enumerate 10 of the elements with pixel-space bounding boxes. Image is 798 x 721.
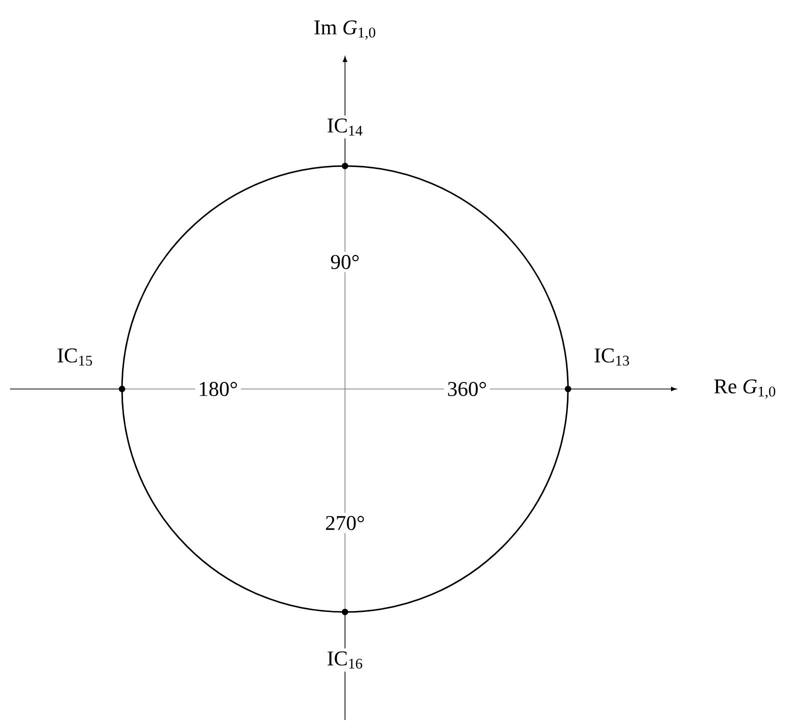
point-label: IC$_{15}$ [58,348,92,366]
axis-label: Re G$_{1,0}$ [714,379,776,399]
angle-label: 270° [322,512,368,534]
point-label: IC$_{14}$ [324,116,366,139]
point-label: IC$_{16}$ [324,648,366,672]
angle-label: 360° [444,378,490,400]
angle-label: 180° [195,378,241,400]
angle-label: 90° [327,252,363,272]
point-label: IC$_{13}$ [594,348,630,366]
axis-label: Im G$_{1,0}$ [314,20,376,40]
